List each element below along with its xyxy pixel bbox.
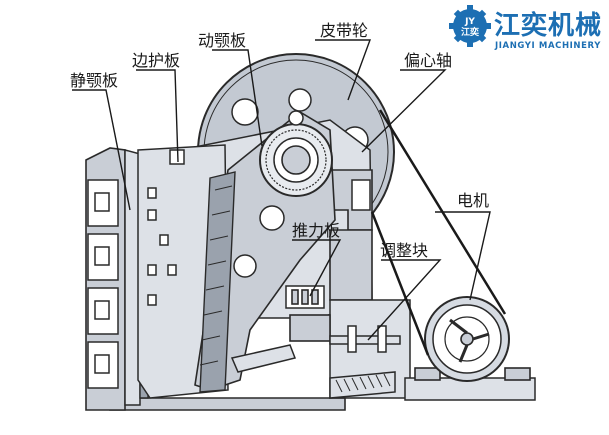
brand-badge-bottom: 江奕 [461,26,480,38]
label-movable-jaw: 动颚板 [198,31,246,50]
brand-logo: JY 江奕 江奕机械 JIANGYI MACHINERY [449,5,602,51]
eccentric-shaft-drawing [259,110,333,197]
label-side-guard: 边护板 [132,51,180,70]
label-toggle-plate: 推力板 [292,221,340,240]
label-fixed-jaw: 静颚板 [70,71,118,90]
motor-drawing [404,296,536,401]
leader-lines [72,39,491,341]
brand-badge-top: JY [464,17,475,27]
label-motor: 电机 [457,191,489,210]
label-eccentric-shaft: 偏心轴 [404,51,452,70]
label-adjust-block: 调整块 [380,241,428,260]
label-pulley: 皮带轮 [320,21,368,40]
adjust-block-drawing [285,285,401,399]
gear-logo-icon: JY 江奕 [449,5,491,47]
brand-name-en: JIANGYI MACHINERY [494,41,601,51]
brand-name-cn: 江奕机械 [494,10,602,41]
fixed-jaw-assembly [85,147,149,411]
